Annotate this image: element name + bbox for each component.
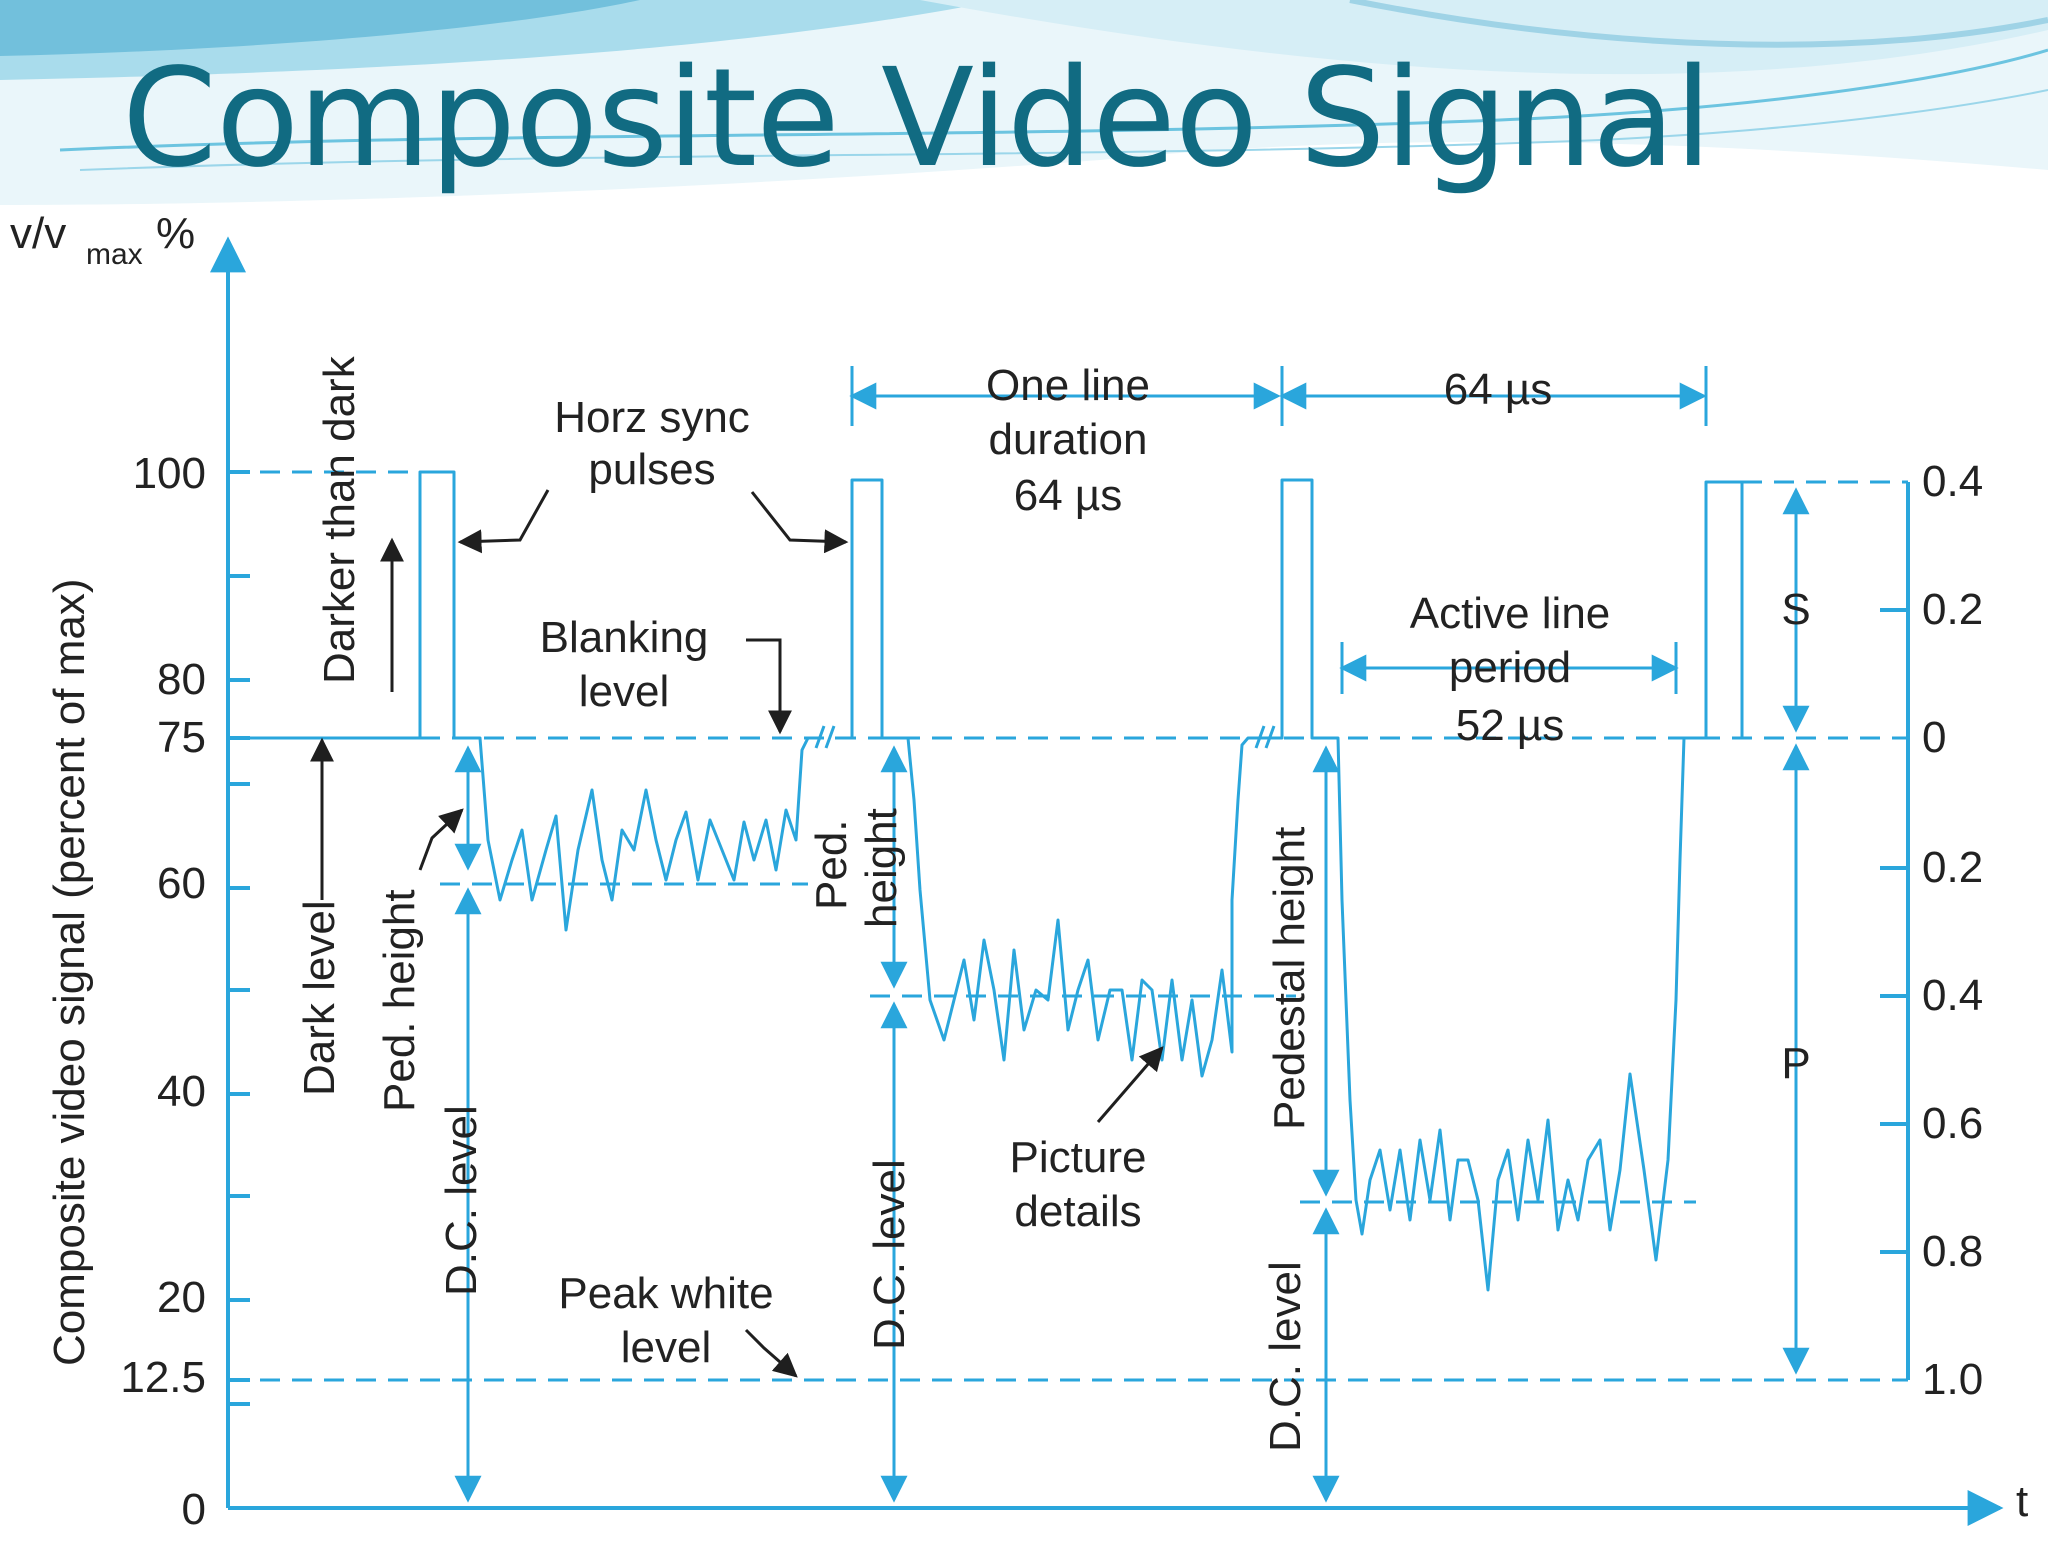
sixty-four-label: 64 µs xyxy=(1444,365,1553,414)
dark-level-label: Dark level xyxy=(295,900,344,1096)
one-line-label-1: One line xyxy=(986,361,1150,410)
left-tick-75: 75 xyxy=(157,713,206,762)
annotation-labels: Horz sync pulses Darker than dark Blanki… xyxy=(295,355,1811,1452)
dc-level-label-1: D.C. level xyxy=(437,1105,486,1296)
peak-white-label-2: level xyxy=(621,1323,712,1372)
left-tick-12-5: 12.5 xyxy=(120,1353,206,1402)
right-tick-3: 0.2 xyxy=(1922,843,1983,892)
left-tick-20: 20 xyxy=(157,1273,206,1322)
horz-sync-label-2: pulses xyxy=(588,445,715,494)
ped-height-label-1: Ped. height xyxy=(375,889,424,1112)
annotation-arrows xyxy=(310,489,1164,1378)
picture-details-label-1: Picture xyxy=(1010,1133,1147,1182)
signal-line-2 xyxy=(835,478,1258,1078)
left-tick-100: 100 xyxy=(133,449,206,498)
y-unit-sub: max xyxy=(86,238,143,271)
composite-waveform xyxy=(228,470,1746,1292)
y-unit-pct: % xyxy=(156,209,195,258)
active-line-label-1: Active line xyxy=(1410,589,1611,638)
ped-height-label-2a: Ped. xyxy=(807,819,856,910)
signal-line-1 xyxy=(228,470,818,932)
ped-height-label-2b: height xyxy=(857,808,906,928)
right-tick-2: 0 xyxy=(1922,713,1946,762)
right-tick-0: 0.4 xyxy=(1922,457,1983,506)
slide-title: Composite Video Signal xyxy=(122,40,1712,198)
one-line-label-3: 64 µs xyxy=(1014,471,1123,520)
left-tick-0: 0 xyxy=(182,1485,206,1534)
y-unit-label: v/v xyxy=(10,209,66,258)
left-tick-80: 80 xyxy=(157,655,206,704)
p-label: P xyxy=(1781,1039,1810,1088)
right-tick-1: 0.2 xyxy=(1922,585,1983,634)
right-tick-5: 0.6 xyxy=(1922,1099,1983,1148)
peak-white-label-1: Peak white xyxy=(558,1269,773,1318)
horz-sync-label-1: Horz sync xyxy=(554,393,750,442)
pedestal-height-label: Pedestal height xyxy=(1265,827,1314,1130)
picture-details-label-2: details xyxy=(1014,1187,1141,1236)
left-tick-40: 40 xyxy=(157,1067,206,1116)
dc-level-label-2: D.C. level xyxy=(865,1159,914,1350)
header-decoration xyxy=(0,0,2048,205)
s-label: S xyxy=(1781,585,1810,634)
one-line-label-2: duration xyxy=(988,415,1147,464)
signal-line-3 xyxy=(1272,478,1746,1292)
darker-than-dark-label: Darker than dark xyxy=(315,355,364,684)
right-tick-7: 1.0 xyxy=(1922,1355,1983,1404)
y-axis-title: Composite video signal (percent of max) xyxy=(45,579,94,1366)
blanking-label-1: Blanking xyxy=(540,613,709,662)
left-tick-60: 60 xyxy=(157,859,206,908)
blanking-label-2: level xyxy=(579,667,670,716)
active-line-label-2: period xyxy=(1449,643,1571,692)
right-tick-6: 0.8 xyxy=(1922,1227,1983,1276)
axis-text: v/v max % Composite video signal (percen… xyxy=(10,209,2028,1534)
x-axis-label: t xyxy=(2016,1477,2028,1526)
active-line-label-3: 52 µs xyxy=(1456,701,1565,750)
break-marks xyxy=(814,725,1276,749)
level-arrows xyxy=(454,366,1810,1503)
dc-level-label-3: D.C. level xyxy=(1261,1261,1310,1452)
right-tick-4: 0.4 xyxy=(1922,971,1983,1020)
